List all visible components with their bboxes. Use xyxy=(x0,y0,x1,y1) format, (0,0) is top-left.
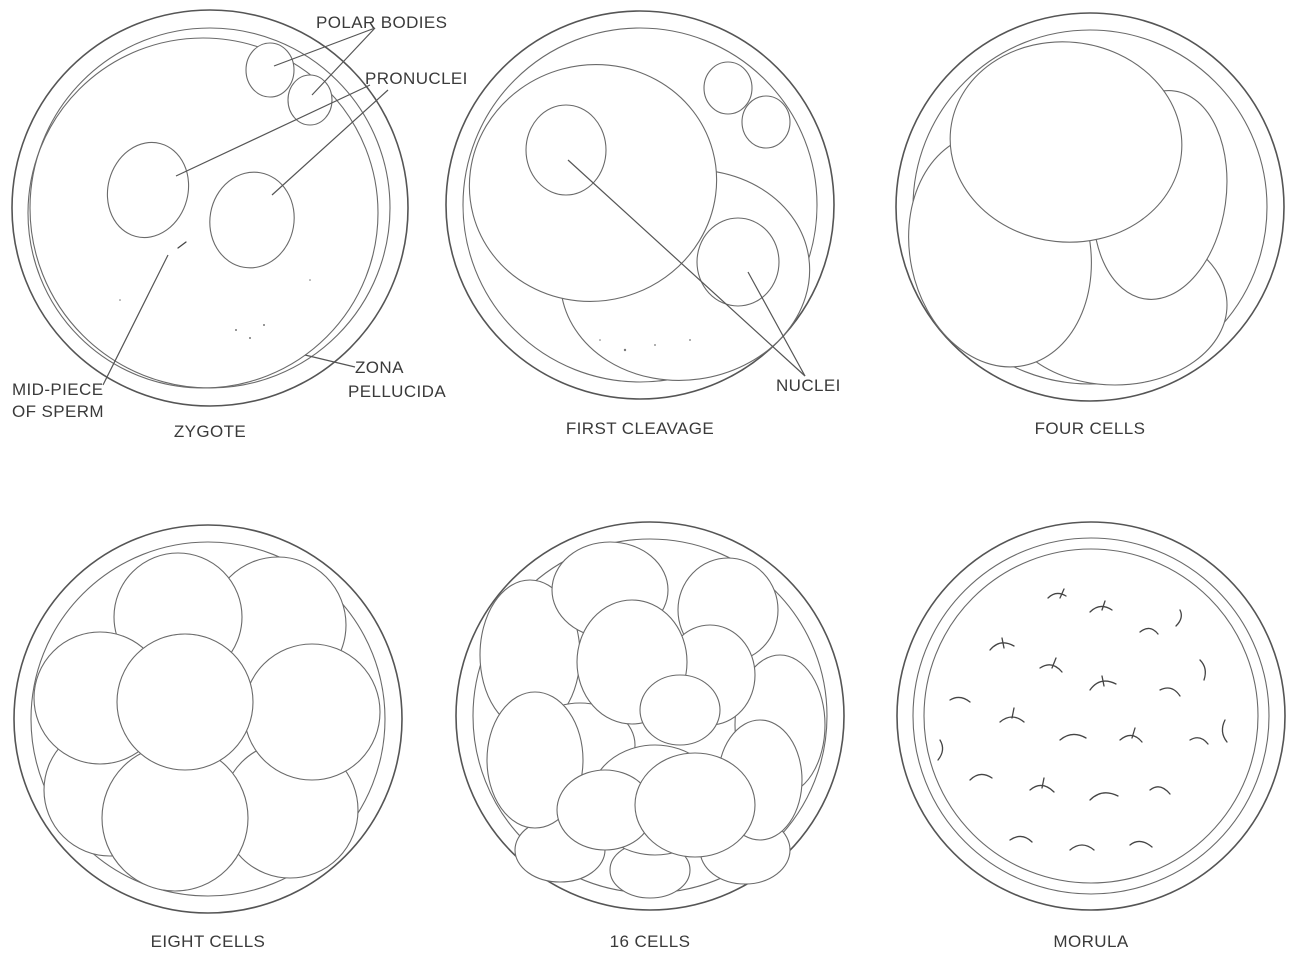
speckle xyxy=(263,324,265,326)
zona-pellucida-inner xyxy=(30,28,390,388)
sixteen-cells-title: 16 CELLS xyxy=(610,932,691,951)
zygote-title: ZYGOTE xyxy=(174,422,246,441)
cell-boundary xyxy=(1030,778,1054,792)
polar-body xyxy=(704,62,752,114)
zona-pellucida-outer xyxy=(897,522,1285,910)
polar-bodies-label: POLAR BODIES xyxy=(316,13,447,32)
speckle xyxy=(309,279,311,281)
cell-boundary xyxy=(1060,734,1086,740)
zona-pellucida-label-line1: ZONA xyxy=(355,358,404,377)
cell-boundary xyxy=(990,638,1014,650)
speckle xyxy=(624,349,626,351)
speckle xyxy=(249,337,251,339)
speckle xyxy=(654,344,656,346)
cell-boundary xyxy=(1140,628,1158,634)
cell-boundary xyxy=(1160,688,1180,696)
four-cells-panel: FOUR CELLS xyxy=(887,13,1284,438)
pronucleus xyxy=(97,133,199,246)
speckle xyxy=(119,299,121,301)
speckle xyxy=(689,339,691,341)
blastomere xyxy=(640,675,720,745)
cell-boundary xyxy=(1048,589,1066,598)
four-cells-title: FOUR CELLS xyxy=(1035,419,1146,438)
pronuclei-leader xyxy=(176,85,370,176)
mid-piece-label-line2: OF SPERM xyxy=(12,402,104,421)
speckle xyxy=(599,339,601,341)
cell-boundary xyxy=(938,740,943,760)
zona-pellucida-label-line2: PELLUCIDA xyxy=(348,382,446,401)
first-cleavage-panel: NUCLEI FIRST CLEAVAGE xyxy=(443,11,841,438)
morula-title: MORULA xyxy=(1053,932,1128,951)
cell-boundary xyxy=(950,697,970,702)
eight-cells-panel: EIGHT CELLS xyxy=(14,525,402,951)
cell-boundary xyxy=(1040,658,1062,672)
polar-body xyxy=(246,43,294,97)
zygote-panel: POLAR BODIES PRONUCLEI MID-PIECE OF SPER… xyxy=(12,10,468,441)
cell-boundary xyxy=(1120,728,1142,742)
mid-piece-of-sperm xyxy=(178,242,186,248)
cytoplasm-speckles xyxy=(119,279,311,339)
cell-boundary xyxy=(1010,836,1032,842)
polar-body xyxy=(288,75,332,125)
cell-boundary xyxy=(1222,720,1227,742)
cell-boundary xyxy=(1200,660,1205,680)
cell-boundary xyxy=(1130,841,1152,847)
morula-cell-mass xyxy=(924,549,1258,883)
speckle xyxy=(235,329,237,331)
blastomere xyxy=(117,634,253,770)
cell-boundary xyxy=(1176,610,1181,626)
polar-bodies-leader xyxy=(274,28,375,66)
eight-cells-title: EIGHT CELLS xyxy=(151,932,266,951)
cell-boundary xyxy=(970,774,992,780)
morula-panel: MORULA xyxy=(897,522,1285,951)
pronuclei-label: PRONUCLEI xyxy=(365,69,468,88)
blastomere xyxy=(635,753,755,857)
mid-piece-leader xyxy=(103,255,168,385)
cell-boundary xyxy=(1000,708,1024,722)
cell-boundary xyxy=(1090,601,1112,612)
cell-boundary xyxy=(1190,738,1208,744)
nuclei-label: NUCLEI xyxy=(776,376,841,395)
mid-piece-label-line1: MID-PIECE xyxy=(12,380,103,399)
cell-boundary xyxy=(1070,845,1094,850)
first-cleavage-title: FIRST CLEAVAGE xyxy=(566,419,714,438)
polar-body xyxy=(742,96,790,148)
cell-boundaries xyxy=(938,589,1227,850)
cell-boundary xyxy=(1090,793,1118,800)
cell-boundary xyxy=(1150,787,1170,794)
zona-pellucida-inner xyxy=(913,538,1269,894)
cell-boundary xyxy=(1090,676,1116,690)
sixteen-cells-panel: 16 CELLS xyxy=(456,522,844,951)
zona-pellucida-outer xyxy=(12,10,408,406)
blastomere xyxy=(244,644,380,780)
